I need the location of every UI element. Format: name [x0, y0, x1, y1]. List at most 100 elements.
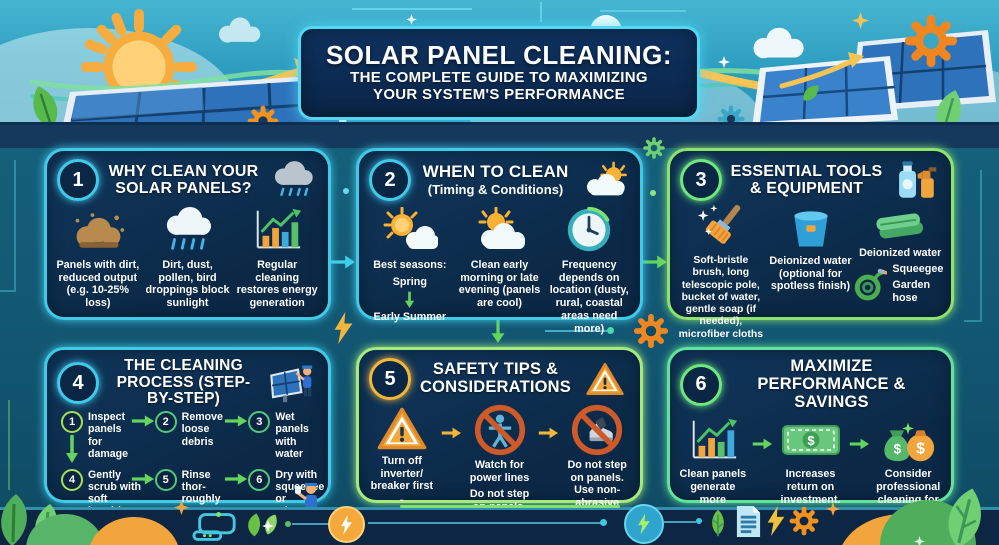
info-label: Clean early morning or late evening (pan… [458, 259, 541, 310]
info-label: Early Summer [373, 311, 447, 324]
card-title: WHY CLEAN YOUR SOLAR PANELS? [108, 162, 259, 197]
sparkle-icon [852, 12, 869, 29]
info-label: Frequency depends on location (dusty, ru… [549, 259, 629, 335]
card-number-badge: 1 [57, 159, 99, 201]
step-number: 6 [248, 468, 271, 491]
process-step: 3 Wet panels with water [248, 411, 318, 460]
step-label: Remove loose debris [181, 411, 223, 448]
process-step: 4 Gently scrub with soft brush/soap [61, 468, 145, 518]
info-item: Regular cleaning restores energy generat… [234, 204, 320, 310]
no-step-icon [571, 404, 623, 456]
bar-chart-up-icon [250, 204, 304, 256]
card-number: 6 [695, 373, 707, 396]
card-subtitle: (Timing & Conditions) [427, 182, 564, 198]
clock-icon [565, 204, 613, 256]
step-number: 1 [61, 411, 83, 434]
right-arrow-icon [850, 439, 870, 450]
step-label: Wet panels with water [275, 411, 309, 460]
rain-cloud-icon [268, 160, 318, 200]
info-item: Best seasons: Spring Early Summer [367, 204, 453, 324]
circuit-node [285, 521, 291, 527]
circuit-line [664, 521, 696, 523]
no-person-icon [474, 404, 526, 456]
card-why-clean: 1 WHY CLEAN YOUR SOLAR PANELS? Panels wi… [44, 148, 331, 320]
info-item: Frequency depends on location (dusty, ru… [546, 204, 632, 335]
warning-triangle-icon [580, 361, 630, 397]
sun-cloud-icon [382, 204, 438, 256]
garden-hose-icon [854, 268, 888, 301]
step-label: Inspect panels for damage [88, 411, 129, 460]
card-number-badge: 2 [369, 159, 411, 201]
card-number-badge: 4 [57, 362, 99, 405]
info-item: Deionized water Squeegee Garden hose [854, 204, 943, 305]
info-label: Turn off inverter/ breaker first [370, 455, 434, 493]
cloud-icon [753, 27, 804, 59]
circuit-line [368, 522, 602, 524]
card-number: 1 [72, 168, 84, 191]
gear-icon [904, 14, 958, 68]
step-label: Gently scrub with soft brush/soap [88, 468, 145, 518]
info-label: Spring [392, 275, 427, 288]
info-label: Dirt, dust, pollen, bird droppings block… [145, 259, 230, 310]
right-arrow-icon [225, 415, 248, 427]
card-title: SAFETY TIPS & CONSIDERATIONS [419, 360, 571, 396]
bar-chart-up-icon [686, 415, 740, 465]
lightning-bolt-icon [624, 504, 664, 544]
circuit-node [343, 188, 349, 194]
card-title: THE CLEANING PROCESS (STEP-BY-STEP) [116, 357, 251, 408]
steps-grid: 1 Inspect panels for damage 2 Remove loo… [47, 408, 328, 521]
card-number: 2 [384, 168, 396, 191]
down-arrow-icon [405, 292, 415, 309]
step-number: 3 [248, 411, 271, 434]
step-row: 1 Inspect panels for damage 2 Remove loo… [61, 411, 318, 460]
card-title: WHEN TO CLEAN [422, 161, 569, 181]
process-step: 1 Inspect panels for damage [61, 411, 131, 460]
tools-row: Squeegee Garden hose [851, 263, 949, 305]
circuit-node [216, 512, 221, 517]
card-number-badge: 3 [680, 159, 722, 201]
info-item: Do not step on panels. Use non-abrasive … [562, 404, 632, 523]
scrub-brush-icon [695, 204, 747, 252]
infographic-title: SOLAR PANEL CLEANING: [325, 40, 673, 71]
step-label: Rinse thor-roughly [181, 468, 221, 506]
step-number: 2 [154, 411, 177, 434]
card-cleaning-process: 4 THE CLEANING PROCESS (STEP-BY-STEP) 1 … [44, 347, 331, 521]
card-number: 3 [695, 168, 707, 191]
right-arrow-icon [225, 473, 248, 485]
card-number-badge: 5 [369, 358, 411, 400]
circuit-line [600, 10, 686, 12]
leaf-icon [803, 85, 819, 101]
tool-label: Squeegee [892, 262, 944, 275]
process-step: 2 Remove loose debris [154, 411, 225, 448]
circuit-node [650, 190, 656, 196]
circuit-line [292, 523, 328, 525]
info-item: Deionized water (optional for spotless f… [768, 204, 854, 293]
process-step: 5 Rinse thor-roughly [154, 468, 225, 506]
infographic-title-box: SOLAR PANEL CLEANING: THE COMPLETE GUIDE… [298, 26, 700, 120]
circuit-node [607, 327, 614, 334]
solar-panel-icon [752, 30, 996, 126]
dollar-bill-icon: $ [781, 415, 841, 465]
info-label-separator: - [400, 494, 404, 507]
rain-cloud-icon [161, 204, 215, 256]
info-label: Soft-bristle brush, long telescopic pole… [678, 255, 763, 340]
card-title: ESSENTIAL TOOLS & EQUIPMENT [730, 162, 883, 197]
header-banner [0, 0, 999, 198]
right-arrow-icon [131, 415, 154, 427]
circuit-line [352, 8, 472, 10]
card-number-badge: 6 [680, 363, 722, 406]
infographic-subtitle-line1: THE COMPLETE GUIDE TO MAXIMIZING [350, 68, 648, 86]
circuit-node [696, 518, 702, 524]
info-label: Deionized water (optional for spotless f… [769, 255, 852, 293]
circuit-line [540, 2, 542, 22]
step-number: 5 [154, 468, 177, 491]
down-arrow-icon [66, 435, 78, 464]
info-item: Clean early morning or late evening (pan… [457, 204, 543, 310]
sun-behind-cloud-icon [472, 204, 528, 256]
info-label: Best seasons: [373, 259, 447, 271]
step-number: 4 [61, 468, 83, 491]
card-title: MAXIMIZE PERFORMANCE & SAVINGS [757, 357, 906, 411]
info-item: Clean panels generate more electricity [678, 415, 748, 519]
lightning-bolt-icon [328, 506, 365, 543]
